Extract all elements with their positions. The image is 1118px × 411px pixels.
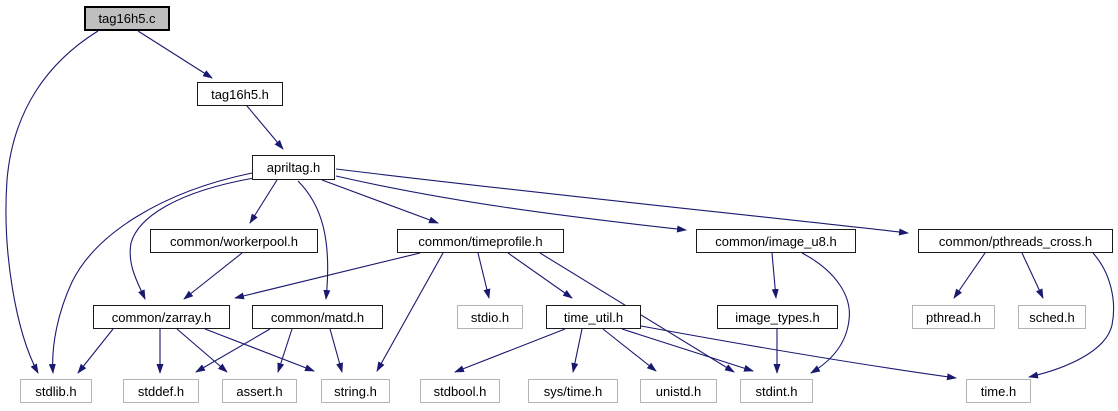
edge-timeprofile_h-to-zarray_h	[234, 252, 421, 300]
edge-apriltag_h-to-matd_h	[297, 180, 331, 300]
edge-timeprofile_h-to-string_h	[376, 252, 444, 372]
node-image_types_h[interactable]: image_types.h	[717, 305, 838, 329]
node-sys_time_h: sys/time.h	[528, 379, 618, 403]
edge-zarray_h-to-string_h	[204, 328, 315, 372]
edge-matd_h-to-assert_h	[277, 328, 293, 373]
node-unistd_h: unistd.h	[640, 379, 717, 403]
node-time_util_h[interactable]: time_util.h	[546, 305, 641, 329]
edge-matd_h-to-string_h	[329, 328, 343, 373]
node-stdio_h: stdio.h	[457, 305, 523, 329]
edge-apriltag_h-to-workerpool_h	[249, 179, 278, 224]
node-tag16h5_c[interactable]: tag16h5.c	[84, 6, 170, 31]
edge-apriltag_h-to-zarray_h	[129, 177, 255, 300]
node-pthreads_cross_h[interactable]: common/pthreads_cross.h	[918, 229, 1113, 253]
edge-zarray_h-to-stdlib_h	[77, 328, 114, 374]
edge-pthreads_cross_h-to-pthread_h	[953, 252, 986, 299]
node-string_h: string.h	[321, 379, 390, 403]
edge-time_util_h-to-stdint_h	[621, 328, 754, 372]
edge-image_u8_h-to-stdint_h	[801, 252, 850, 374]
edge-pthreads_cross_h-to-sched_h	[1021, 252, 1044, 299]
edge-tag16h5_h-to-apriltag_h	[246, 105, 284, 150]
edge-timeprofile_h-to-time_util_h	[507, 252, 573, 299]
edge-time_util_h-to-sys_time_h	[571, 328, 583, 373]
node-stdlib_h: stdlib.h	[20, 379, 92, 403]
node-stdbool_h: stdbool.h	[420, 379, 500, 403]
edge-timeprofile_h-to-stdio_h	[477, 252, 491, 299]
node-matd_h[interactable]: common/matd.h	[252, 305, 383, 329]
edge-apriltag_h-to-pthreads_cross_h	[335, 168, 909, 236]
node-assert_h: assert.h	[222, 379, 297, 403]
edge-apriltag_h-to-image_u8_h	[335, 175, 687, 233]
node-stdint_h: stdint.h	[740, 379, 813, 403]
edge-time_util_h-to-unistd_h	[602, 328, 657, 372]
node-time_h: time.h	[966, 379, 1031, 403]
edge-image_u8_h-to-image_types_h	[771, 252, 779, 299]
node-pthread_h: pthread.h	[912, 305, 995, 329]
edge-time_util_h-to-stdbool_h	[454, 328, 566, 373]
node-stddef_h: stddef.h	[123, 379, 199, 403]
node-image_u8_h[interactable]: common/image_u8.h	[696, 229, 856, 253]
edge-tag16h5_c-to-stdlib_h	[5, 30, 99, 374]
edge-tag16h5_c-to-tag16h5_h	[137, 30, 213, 79]
node-zarray_h[interactable]: common/zarray.h	[93, 305, 230, 329]
edge-zarray_h-to-assert_h	[176, 328, 228, 373]
node-timeprofile_h[interactable]: common/timeprofile.h	[397, 229, 564, 253]
edge-apriltag_h-to-stdlib_h	[48, 172, 253, 374]
edge-time_util_h-to-time_h	[640, 325, 957, 381]
node-apriltag_h[interactable]: apriltag.h	[252, 155, 335, 180]
edge-apriltag_h-to-timeprofile_h	[321, 179, 439, 224]
node-tag16h5_h[interactable]: tag16h5.h	[197, 82, 283, 106]
edge-pthreads_cross_h-to-time_h	[1028, 252, 1115, 379]
edge-matd_h-to-stddef_h	[195, 328, 271, 373]
edge-workerpool_h-to-zarray_h	[183, 252, 243, 300]
node-workerpool_h[interactable]: common/workerpool.h	[150, 229, 318, 253]
node-sched_h: sched.h	[1018, 305, 1086, 329]
